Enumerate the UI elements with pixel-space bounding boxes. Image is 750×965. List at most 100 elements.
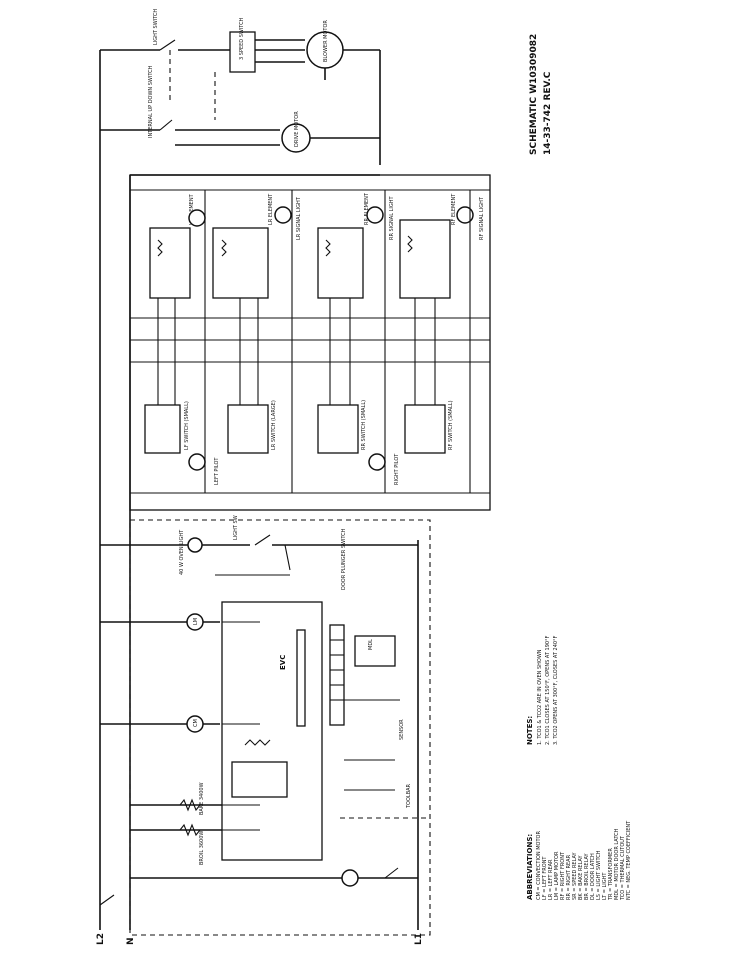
- lf-pilot-light: [188, 209, 206, 227]
- lr-element-group: LR ELEMENT LR SIGNAL LIGHT LR SWITCH (LA…: [212, 193, 302, 454]
- lf-coil: [157, 239, 163, 257]
- notes-block: NOTES: 1. TCO1 & TCO2 ARE IN OVEN SHOWN …: [526, 635, 559, 745]
- l2-bottom-switch: [99, 894, 115, 906]
- n-label: N: [126, 937, 136, 945]
- abbr-item: MDL = MOTOR DOOR LATCH: [614, 828, 620, 900]
- sensor-label: SENSOR: [399, 719, 405, 740]
- left-pilot-light: [188, 453, 206, 471]
- bake-coil: [179, 798, 201, 812]
- note-2: 2. TCO1 CLOSES AT 150°F, OPENS AT 190°F: [545, 635, 551, 745]
- lr-switch-label: LR SWITCH (LARGE): [271, 400, 277, 450]
- light-switch-blade: [159, 39, 176, 51]
- abbreviations-block: ABBREVIATIONS: CM = CONVECTION MOTOR LF …: [526, 820, 632, 901]
- rr-element-label: RR ELEMENT: [364, 192, 370, 225]
- rr-signal-light: [366, 206, 384, 224]
- oven-dashed-frame: [129, 519, 431, 936]
- toolbar-label: TOOLBAR: [406, 783, 412, 809]
- lm-motor-label: LM: [193, 618, 199, 625]
- rf-element-group: RF ELEMENT RF SIGNAL LIGHT RF SWITCH (SM…: [399, 193, 485, 454]
- lf-switch-label: LF SWITCH (SMALL): [184, 401, 190, 450]
- door-plunger-label: DOOR PLUNGER SWITCH: [341, 528, 347, 590]
- oven-light-switch-label: LIGHT SW: [233, 515, 239, 540]
- abbr-item: BK = BAKE RELAY: [578, 854, 584, 900]
- notes-heading: NOTES:: [526, 716, 534, 745]
- bottom-switch-blade: [384, 867, 399, 879]
- abbr-item: NTC = NEG. TEMP COEFFICIENT: [626, 820, 632, 900]
- bake-label: BAKE 3400W: [199, 782, 205, 815]
- abbr-item: RF = RIGHT FRONT: [560, 851, 566, 900]
- abbr-item: SR = SPEED RELAY: [572, 851, 578, 900]
- mdl-label: MDL: [368, 639, 374, 650]
- schematic-title: SCHEMATIC W10309082: [529, 34, 539, 155]
- abbr-item: CM = CONVECTION MOTOR: [536, 831, 542, 900]
- interlock-blade: [159, 119, 173, 131]
- rf-switch-box: [404, 404, 446, 454]
- surface-unit-frame: [129, 174, 491, 511]
- abbr-item: LF = LEFT FRONT: [542, 856, 548, 900]
- oven-light: [187, 537, 203, 553]
- rr-element-box: [317, 227, 364, 299]
- rf-element-box: [399, 219, 451, 299]
- transformer: [231, 761, 288, 798]
- blower-motor-label: BLOWER MOTOR: [323, 20, 329, 62]
- lr-element-box: [212, 227, 269, 299]
- abbr-item: RR = RIGHT REAR: [566, 854, 572, 900]
- fan-switch-box: [229, 31, 256, 73]
- l1-label: L1: [414, 933, 424, 945]
- lf-element-label: LF ELEMENT: [189, 193, 195, 225]
- note-1: 1. TCO1 & TCO2 ARE IN OVEN SHOWN: [537, 649, 543, 745]
- bottom-fan: [341, 869, 359, 887]
- oven-light-switch-blade: [254, 534, 271, 546]
- broil-label: BROIL 3600W: [199, 831, 205, 865]
- drive-motor-label: DRIVE MOTOR: [294, 111, 300, 147]
- rr-coil: [325, 239, 331, 257]
- abbr-item: LM = LAMP MOTOR: [554, 851, 560, 900]
- right-pilot-label: RIGHT PILOT: [394, 453, 400, 485]
- right-pilot-light: [368, 453, 386, 471]
- evc-display: [296, 629, 306, 727]
- schematic-part: 14-33-742 REV.C: [543, 71, 553, 155]
- broil-coil: [179, 823, 201, 837]
- connector-strip: [329, 624, 345, 726]
- abbr-item: LT = LIGHT: [602, 872, 608, 900]
- rf-switch-label: RF SWITCH (SMALL): [448, 400, 454, 450]
- abbr-item: BR = BROIL RELAY: [584, 852, 590, 900]
- rr-signal-light-label: RR SIGNAL LIGHT: [389, 196, 395, 240]
- lr-switch-box: [227, 404, 269, 454]
- rr-element-group: RR ELEMENT RR SIGNAL LIGHT RR SWITCH (SM…: [317, 192, 400, 485]
- left-pilot-label: LEFT PILOT: [214, 457, 220, 485]
- rf-signal-light-label: RF SIGNAL LIGHT: [479, 196, 485, 240]
- abbr-item: LR = LEFT REAR: [548, 859, 554, 900]
- note-3: 3. TCO2 OPENS AT 300°F, CLOSES AT 240°F: [553, 635, 559, 745]
- abbr-item: TCO = THERMAL CUTOUT: [620, 835, 626, 901]
- rr-switch-label: RR SWITCH (SMALL): [361, 400, 367, 450]
- cm-motor-label: CM: [193, 719, 199, 727]
- lr-signal-light: [274, 206, 292, 224]
- lm-motor: [186, 613, 204, 631]
- lr-signal-light-label: LR SIGNAL LIGHT: [296, 196, 302, 240]
- evc-control-box: [221, 601, 323, 861]
- abbr-item: DL = DOOR LATCH: [590, 853, 596, 900]
- abbr-item: TR = TRANSFORMER: [608, 848, 614, 901]
- l2-label: L2: [96, 933, 106, 945]
- lr-coil: [221, 239, 227, 257]
- abbreviations-heading: ABBREVIATIONS:: [526, 834, 534, 900]
- oven-light-label: 40 W OVEN LIGHT: [179, 529, 185, 575]
- rf-coil: [407, 235, 413, 253]
- lf-element-box: [149, 227, 191, 299]
- evc-label: EVC: [279, 655, 287, 670]
- lf-switch-box: [144, 404, 181, 454]
- abbr-item: LS = LIGHT SWITCH: [596, 850, 602, 900]
- cm-motor: [186, 715, 204, 733]
- interlock-label: INTERNAL UP DOWN SWITCH: [148, 65, 154, 138]
- door-plunger-blade: [284, 544, 291, 571]
- rf-element-label: RF ELEMENT: [451, 193, 457, 225]
- fan-switch-label: 3 SPEED SWITCH: [239, 17, 245, 60]
- rf-signal-light: [456, 206, 474, 224]
- rr-switch-box: [317, 404, 359, 454]
- transformer-coil: [244, 739, 271, 746]
- lf-element-group: LF ELEMENT LF SWITCH (SMALL) LEFT PILOT: [144, 193, 220, 485]
- light-switch-label: LIGHT SWITCH: [153, 9, 159, 45]
- mdl-box: [354, 635, 396, 667]
